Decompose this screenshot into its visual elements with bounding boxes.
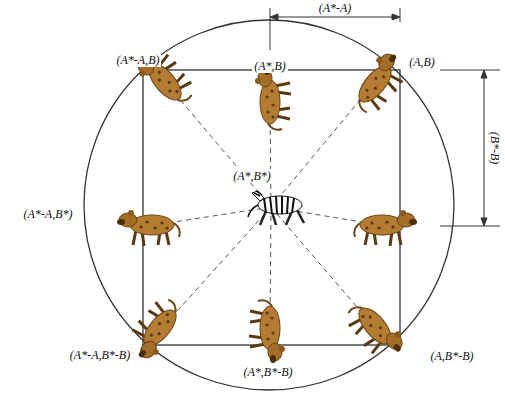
position-label: (A*,B*) (231, 169, 273, 183)
position-label: (A*-A,B*) (22, 207, 75, 221)
position-label: (A,B) (407, 55, 437, 69)
dimension-label: (A*-A) (317, 1, 354, 15)
zebra (248, 191, 304, 225)
dimension-label: (B*-B) (488, 130, 502, 167)
position-label: (A*-A,B) (115, 53, 162, 67)
position-label: (A*-A,B*-B) (68, 348, 132, 362)
position-label: (A*,B) (252, 59, 288, 73)
hyena-group (117, 42, 417, 367)
position-label: (A*,B*-B) (242, 365, 295, 379)
position-label: (A,B*-B) (429, 349, 476, 363)
